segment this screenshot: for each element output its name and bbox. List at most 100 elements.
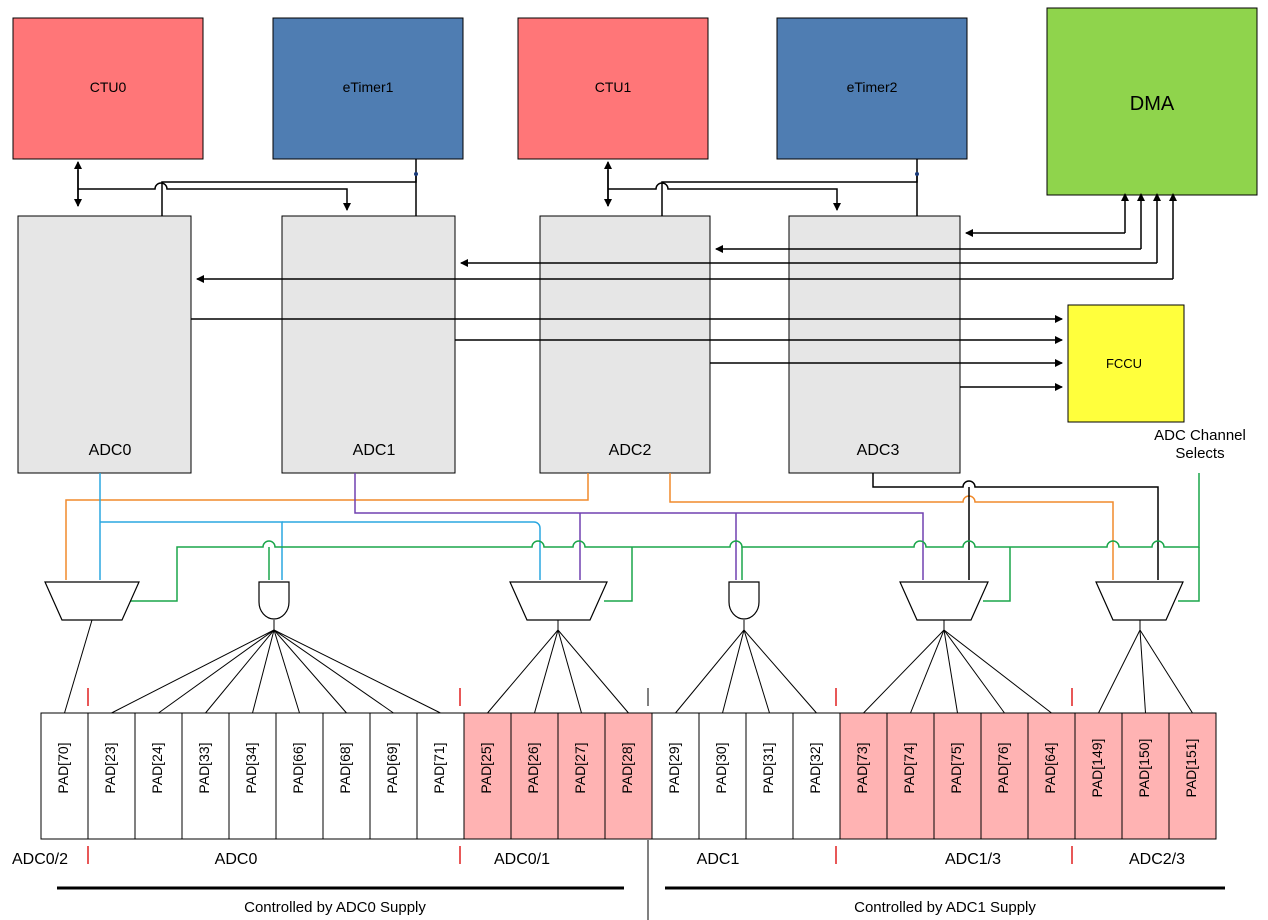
fanout-line bbox=[273, 629, 347, 714]
pad-label: PAD[74] bbox=[901, 742, 917, 793]
adc2-label: ADC2 bbox=[609, 442, 652, 459]
fanout-line bbox=[557, 629, 629, 714]
pad-cell: PAD[149] bbox=[1074, 712, 1123, 840]
pad-cell: PAD[33] bbox=[181, 712, 230, 840]
fanout-line bbox=[743, 629, 770, 714]
fanout-line bbox=[722, 629, 745, 714]
pad-cell: PAD[25] bbox=[463, 712, 512, 840]
fccu-block: FCCU bbox=[1067, 304, 1185, 423]
pad-cell: PAD[151] bbox=[1168, 712, 1217, 840]
pad-label: PAD[151] bbox=[1183, 739, 1199, 798]
fanout-line bbox=[273, 629, 394, 714]
pad-label: PAD[26] bbox=[525, 742, 541, 793]
fccu-label: FCCU bbox=[1106, 356, 1142, 371]
pad-cell: PAD[28] bbox=[604, 712, 653, 840]
group-label-adc0: ADC0 bbox=[215, 851, 258, 868]
pad-cell: PAD[31] bbox=[745, 712, 794, 840]
pad-label: PAD[30] bbox=[713, 742, 729, 793]
pad-cell: PAD[29] bbox=[651, 712, 700, 840]
orange-wires bbox=[65, 473, 1114, 580]
pad-cell: PAD[27] bbox=[557, 712, 606, 840]
pad-cell: PAD[66] bbox=[275, 712, 324, 840]
pad-label: PAD[24] bbox=[149, 742, 165, 793]
pad-cell: PAD[69] bbox=[369, 712, 418, 840]
blue-wires bbox=[99, 473, 541, 580]
etimer2-label: eTimer2 bbox=[847, 79, 898, 95]
pad-cell: PAD[150] bbox=[1121, 712, 1170, 840]
pad-cell: PAD[73] bbox=[839, 712, 888, 840]
ctu0-label: CTU0 bbox=[90, 79, 127, 95]
channel-selects-line2: Selects bbox=[1175, 445, 1224, 462]
fanout-line bbox=[675, 629, 745, 714]
pad-label: PAD[149] bbox=[1089, 739, 1105, 798]
pad-label: PAD[70] bbox=[55, 742, 71, 793]
group-dividers bbox=[87, 688, 1073, 864]
fanout-line bbox=[205, 629, 275, 714]
pad-label: PAD[150] bbox=[1136, 739, 1152, 798]
pad-row: PAD[70]PAD[23]PAD[24]PAD[33]PAD[34]PAD[6… bbox=[40, 712, 1217, 840]
fanout-line bbox=[111, 629, 275, 714]
adc0-block: ADC0 bbox=[17, 215, 192, 474]
pad-label: PAD[32] bbox=[807, 742, 823, 793]
and-gate-2 bbox=[728, 581, 760, 620]
etimer1-label: eTimer1 bbox=[343, 79, 394, 95]
group-label-adc0-1: ADC0/1 bbox=[494, 851, 550, 868]
pad-cell: PAD[24] bbox=[134, 712, 183, 840]
adc0-label: ADC0 bbox=[89, 442, 132, 459]
pad-label: PAD[28] bbox=[619, 742, 635, 793]
fanout-line bbox=[273, 629, 441, 714]
fanout-line bbox=[943, 629, 958, 714]
adc2-block: ADC2 bbox=[539, 215, 711, 474]
pad-cell: PAD[34] bbox=[228, 712, 277, 840]
dma-label: DMA bbox=[1130, 93, 1175, 115]
trigger-wires bbox=[74, 159, 919, 216]
mux-2 bbox=[509, 581, 608, 621]
pad-cell: PAD[68] bbox=[322, 712, 371, 840]
fanout-line bbox=[943, 629, 1052, 714]
pad-label: PAD[64] bbox=[1042, 742, 1058, 793]
ctu1-block: CTU1 bbox=[517, 17, 709, 160]
pad-cell: PAD[26] bbox=[510, 712, 559, 840]
fanout-line bbox=[1139, 629, 1193, 714]
fanout-line bbox=[252, 629, 275, 714]
dma-block: DMA bbox=[1046, 7, 1258, 196]
black-adc3-wires bbox=[872, 473, 1159, 580]
pad-label: PAD[27] bbox=[572, 742, 588, 793]
fanout-line bbox=[64, 619, 93, 714]
and-gate-1 bbox=[258, 581, 290, 620]
adc3-block: ADC3 bbox=[788, 215, 961, 474]
mux-1 bbox=[44, 581, 140, 621]
group-label-adc1: ADC1 bbox=[697, 851, 740, 868]
etimer1-block: eTimer1 bbox=[272, 17, 464, 160]
pad-cell: PAD[74] bbox=[886, 712, 935, 840]
pad-label: PAD[66] bbox=[290, 742, 306, 793]
fanout-line bbox=[863, 629, 945, 714]
dma-wires bbox=[196, 193, 1177, 283]
pad-cell: PAD[32] bbox=[792, 712, 841, 840]
fccu-wires bbox=[191, 315, 1063, 391]
group-label-adc2-3: ADC2/3 bbox=[1129, 851, 1185, 868]
pad-label: PAD[31] bbox=[760, 742, 776, 793]
fanout-line bbox=[557, 629, 582, 714]
mux-4 bbox=[1095, 581, 1184, 621]
adc3-label: ADC3 bbox=[857, 442, 900, 459]
fanout-line bbox=[910, 629, 945, 714]
mux-3 bbox=[899, 581, 989, 621]
channel-selects-line1: ADC Channel bbox=[1154, 427, 1246, 444]
etimer2-block: eTimer2 bbox=[776, 17, 968, 160]
pad-label: PAD[68] bbox=[337, 742, 353, 793]
fanout-line bbox=[1139, 629, 1146, 714]
pad-cell: PAD[64] bbox=[1027, 712, 1076, 840]
adc1-label: ADC1 bbox=[353, 442, 396, 459]
pad-label: PAD[33] bbox=[196, 742, 212, 793]
pad-cell: PAD[76] bbox=[980, 712, 1029, 840]
green-wires bbox=[127, 473, 1200, 602]
adc0-supply-label: Controlled by ADC0 Supply bbox=[244, 899, 426, 916]
ctu0-block: CTU0 bbox=[12, 17, 204, 160]
pad-label: PAD[69] bbox=[384, 742, 400, 793]
group-label-adc0-2: ADC0/2 bbox=[12, 851, 68, 868]
fanout-line bbox=[487, 629, 559, 714]
fanout-line bbox=[534, 629, 559, 714]
purple-wires bbox=[354, 473, 924, 580]
